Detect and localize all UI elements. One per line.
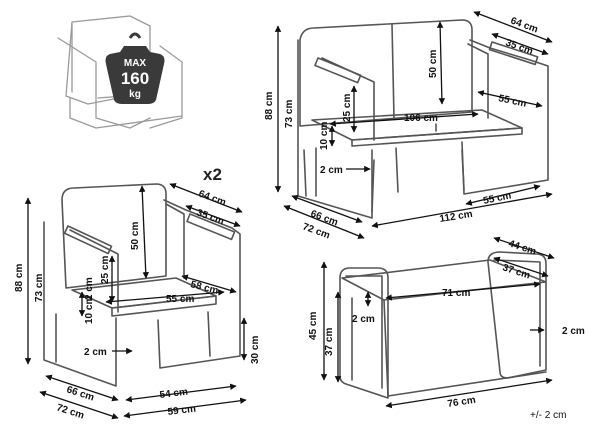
loveseat-leg-gap-label: 10 cm [319,122,330,150]
armchair-front-height-label: 30 cm [250,336,261,364]
table-tube-side-label: 2 cm [562,326,585,337]
armchair-frame-label-top: 2 cm [84,277,95,300]
armchair-arm-height-label: 25 cm [100,256,111,284]
armchair-seat-width-label: 55 cm [166,294,194,305]
loveseat-armrest-length-label: 55 cm [497,93,527,110]
loveseat-width-total-label: 112 cm [439,209,474,225]
table-tube-inner-label: 2 cm [352,314,375,325]
table-height-inner-label: 37 cm [324,328,335,356]
armchair-leg-gap-label: 10 cm [84,296,95,324]
loveseat-total-height-label: 88 cm [264,92,275,120]
weight-limit-icon: MAX 160 kg [105,32,165,104]
armchair-seat-height-label: 73 cm [34,274,45,302]
table-depth-outer-label: 44 cm [507,238,537,257]
armchair-width-total-label: 59 cm [167,404,197,418]
table-height-total-label: 45 cm [308,312,319,340]
armchair-dimensions: 64 cm 35 cm 50 cm 88 cm 73 cm 25 cm 58 c… [14,183,261,422]
loveseat-base-length-label: 55 cm [482,190,512,207]
armchair-total-height-label: 88 cm [14,264,25,292]
armchair-frame-tube-label: 2 cm [84,347,107,358]
table-dimensions: 44 cm 37 cm 71 cm 45 cm 37 cm 2 cm 2 cm … [308,236,585,410]
weight-max-label: MAX [124,58,147,69]
armchair-seat-depth-label: 35 cm [195,207,226,227]
table-length-label: 76 cm [447,395,477,410]
loveseat-depth-top-label: 64 cm [509,15,540,35]
loveseat-dimensions: 64 cm 35 cm 50 cm 88 cm 73 cm 25 cm 55 c… [264,11,553,242]
table-top-width-label: 71 cm [442,288,470,299]
loveseat-seat-depth-label: 35 cm [504,37,535,57]
armchair-depth-top-label: 64 cm [197,188,228,208]
loveseat-back-height-label: 50 cm [428,50,439,78]
armchair-depth-a-label: 66 cm [65,384,95,403]
armchair-back-height-label: 50 cm [130,222,141,250]
weight-unit: kg [129,89,141,100]
loveseat-seat-height-label: 73 cm [284,100,295,128]
loveseat-frame-tube-label: 2 cm [320,165,343,176]
tolerance-note: +/- 2 cm [530,410,566,421]
quantity-label: x2 [203,165,222,184]
loveseat-arm-height-label: 25 cm [342,94,353,122]
armchair-base-width-label: 54 cm [159,387,189,401]
weight-value: 160 [121,69,149,88]
table-depth-inner-label: 37 cm [501,262,531,281]
loveseat-seat-width-label: 106 cm [404,113,438,124]
